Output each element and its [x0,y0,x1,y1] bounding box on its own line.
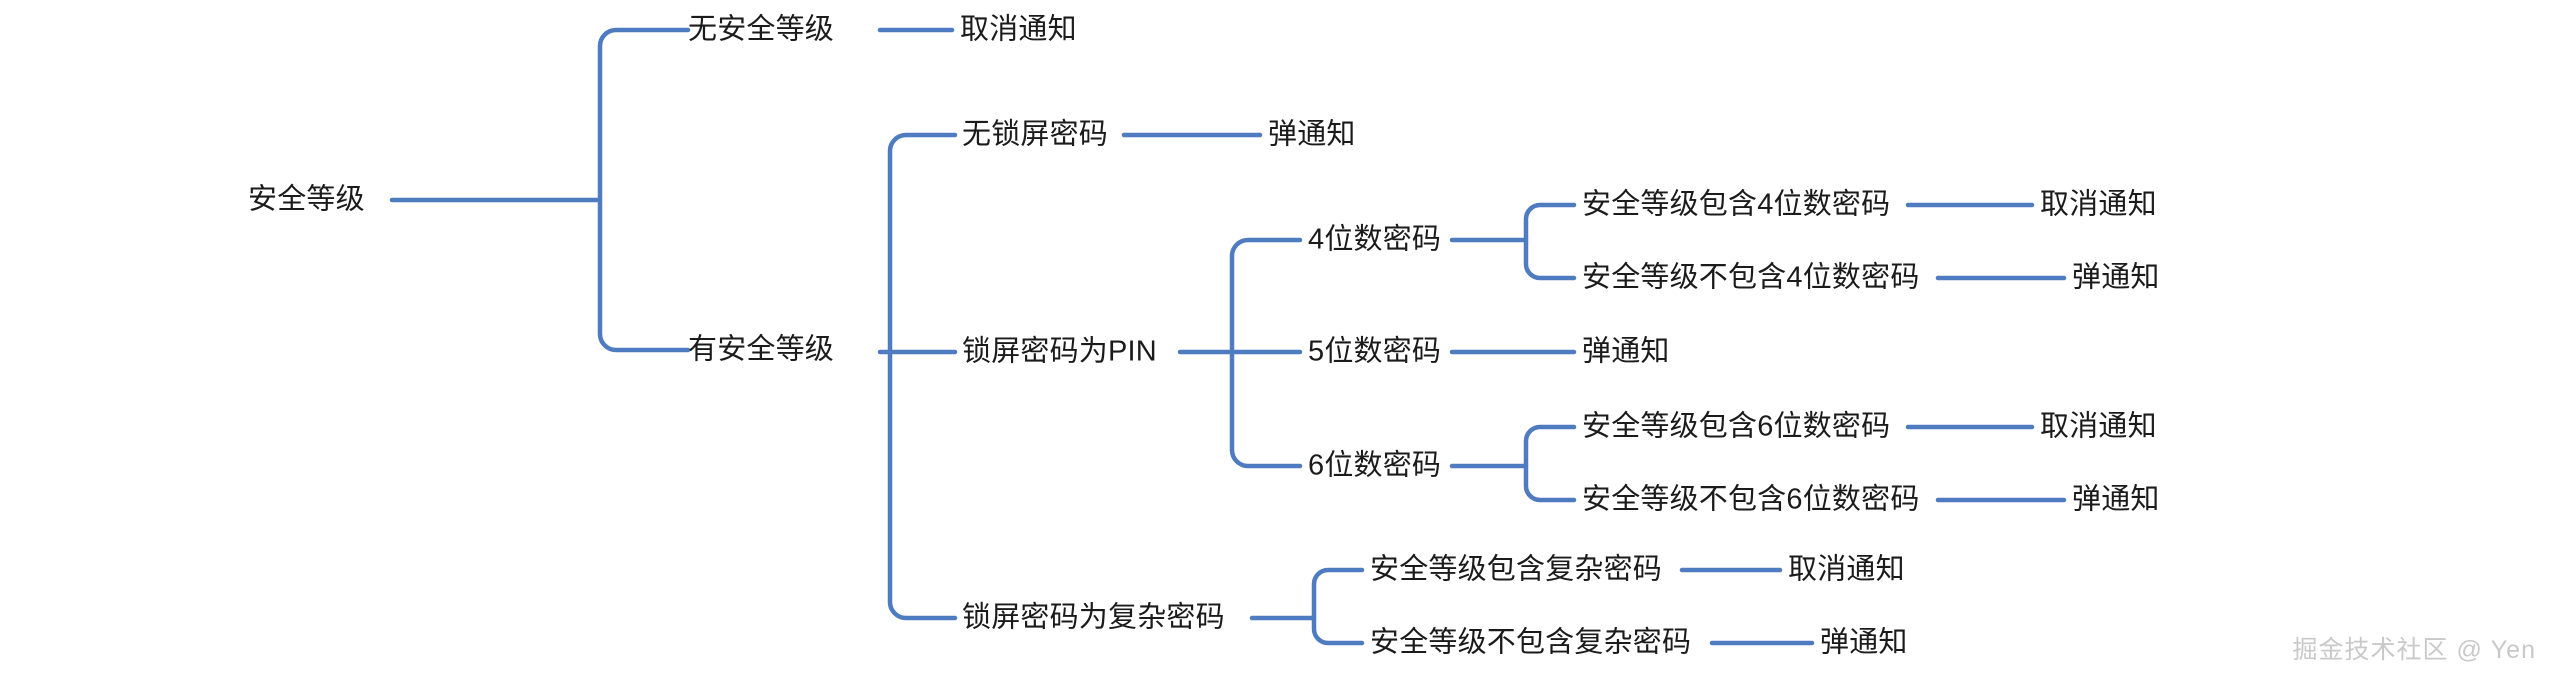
node-root-security-level[interactable]: 安全等级 [248,183,365,216]
node-no-security-level[interactable]: 无安全等级 [688,13,835,46]
node-level-excludes-complex[interactable]: 安全等级不包含复杂密码 [1370,626,1692,659]
edge-pin6-spine [1523,424,1577,503]
node-has-security-level[interactable]: 有安全等级 [688,333,835,366]
edge-level2-spine [887,132,958,621]
edge-pin-spine [1229,237,1303,469]
node-no-security-level-cancel-notification[interactable]: 取消通知 [960,13,1077,46]
node-level-excludes-4-digit-popup-notification[interactable]: 弹通知 [2072,261,2160,294]
node-level-includes-4-digit[interactable]: 安全等级包含4位数密码 [1582,188,1891,221]
node-level-includes-6-digit-cancel-notification[interactable]: 取消通知 [2040,410,2157,443]
node-pin-6-digit[interactable]: 6位数密码 [1308,449,1442,482]
node-lockscreen-password-pin[interactable]: 锁屏密码为PIN [962,335,1157,368]
node-level-includes-4-digit-cancel-notification[interactable]: 取消通知 [2040,188,2157,221]
node-level-excludes-6-digit-popup-notification[interactable]: 弹通知 [2072,483,2160,516]
node-level-includes-complex[interactable]: 安全等级包含复杂密码 [1370,553,1663,586]
edge-complex-spine [1311,567,1365,646]
node-level-excludes-6-digit[interactable]: 安全等级不包含6位数密码 [1582,483,1920,516]
node-pin-5-digit[interactable]: 5位数密码 [1308,335,1442,368]
node-pin-5-digit-popup-notification[interactable]: 弹通知 [1582,335,1670,368]
node-level-excludes-complex-popup-notification[interactable]: 弹通知 [1820,626,1908,659]
node-no-lockscreen-popup-notification[interactable]: 弹通知 [1268,118,1356,151]
node-level-excludes-4-digit[interactable]: 安全等级不包含4位数密码 [1582,261,1920,294]
node-no-lockscreen-password[interactable]: 无锁屏密码 [962,118,1109,151]
edge-root-spine [597,27,691,353]
node-lockscreen-password-complex[interactable]: 锁屏密码为复杂密码 [962,601,1225,634]
node-level-includes-6-digit[interactable]: 安全等级包含6位数密码 [1582,410,1891,443]
watermark: 掘金技术社区 @ Yen [2292,636,2536,664]
edge-pin4-spine [1523,202,1577,281]
node-level-includes-complex-cancel-notification[interactable]: 取消通知 [1788,553,1905,586]
node-pin-4-digit[interactable]: 4位数密码 [1308,223,1442,256]
